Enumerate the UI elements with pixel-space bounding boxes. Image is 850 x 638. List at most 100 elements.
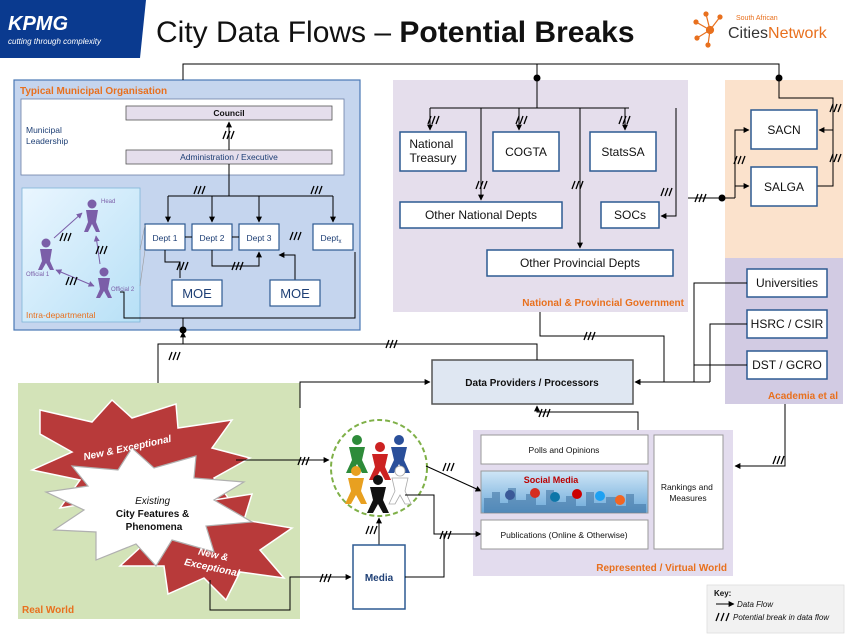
top-bus-line [182, 63, 780, 80]
break-marker [95, 245, 108, 255]
dept2-to-dept3-flow [211, 250, 262, 267]
media-to-publications [405, 534, 445, 578]
to-socs [660, 108, 677, 219]
rankings-line2: Measures [669, 493, 706, 503]
moe-2-label: MOE [280, 286, 310, 301]
break-marker [319, 573, 332, 583]
media-box: Media [352, 544, 406, 610]
leadership-line2: Leadership [26, 136, 68, 146]
treasury-line1: National [409, 137, 453, 151]
dept-3-box: Dept 3 [238, 223, 280, 251]
break-marker [65, 276, 78, 286]
national-region [393, 80, 688, 312]
sacn-logo-main-b: Network [768, 25, 828, 42]
other-provincial-box: Other Provincial Depts [486, 249, 674, 277]
break-marker [365, 525, 378, 535]
dept-1-box: Dept 1 [144, 223, 186, 251]
sacn-logo: South African CitiesNetwork [693, 11, 828, 48]
leadership-label: Municipal Leadership [26, 125, 68, 146]
people-to-social [425, 465, 482, 492]
twitter-icon [595, 491, 605, 501]
rankings-label: Rankings and Measures [661, 482, 715, 503]
admin-to-depts-link [168, 164, 333, 197]
existing-label: Existing City Features & Phenomena [116, 496, 192, 533]
polls-label: Polls and Opinions [529, 445, 600, 455]
break-marker [439, 530, 452, 540]
rankings-line1: Rankings and [661, 482, 713, 492]
network-icon [693, 11, 723, 48]
social-icons [505, 488, 625, 505]
national-junction-dot [533, 74, 541, 82]
publications-box: Publications (Online & Otherwise) [480, 519, 649, 550]
national-top-feed [430, 64, 629, 109]
real-world-label: Real World [22, 605, 74, 616]
existing-line1: Existing [135, 496, 170, 507]
national-to-providers [539, 312, 665, 385]
other-national-label: Other National Depts [425, 208, 537, 222]
providers-to-municipal [180, 331, 538, 360]
break-marker [475, 180, 488, 190]
rss-icon [615, 495, 625, 505]
break-marker [59, 232, 72, 242]
municipal-down-line [157, 318, 184, 383]
break-marker [733, 155, 746, 165]
data-providers-box [431, 359, 634, 405]
hsrc-label: HSRC / CSIR [751, 317, 824, 331]
official-2-figure-icon [96, 267, 112, 298]
national-sacn-junction-dot [718, 194, 726, 202]
dept-x-box: Deptx [312, 223, 354, 251]
dept-2-label: Dept 2 [199, 233, 224, 243]
sacn-logo-main-a: Cities [728, 25, 768, 42]
youtube-icon [572, 489, 582, 499]
council-box [125, 105, 333, 121]
break-marker [168, 351, 181, 361]
publications-label: Publications (Online & Otherwise) [500, 530, 627, 540]
existing-line2: City Features & [116, 509, 189, 520]
break-marker [176, 261, 189, 271]
break-marker [289, 231, 302, 241]
break-marker [660, 187, 673, 197]
other-national-box: Other National Depts [399, 201, 563, 229]
official2-to-moe-link [120, 252, 356, 319]
hsrc-box: HSRC / CSIR [746, 309, 828, 339]
national-label: National & Provincial Government [522, 298, 684, 309]
break-marker [231, 261, 244, 271]
break-marker [694, 193, 707, 203]
dst-label: DST / GCRO [752, 358, 822, 372]
salga-label: SALGA [764, 180, 804, 194]
salga-box: SALGA [750, 166, 818, 207]
linkedin-icon [550, 492, 560, 502]
moe-box-2: MOE [269, 279, 321, 307]
break-marker [222, 130, 235, 140]
city-skyline-icon [484, 488, 646, 513]
intra-dept-label: Intra-departmental [26, 310, 96, 320]
dept-x-label: Deptx [321, 233, 342, 245]
people-icon [345, 435, 412, 513]
facebook-icon [505, 490, 515, 500]
kpmg-logo: KPMG cutting through complexity [0, 0, 146, 58]
official-1-label: Official 1 [26, 272, 50, 278]
break-marker [772, 455, 785, 465]
starburst-center [43, 447, 254, 567]
social-media-banner: Social Media [480, 470, 649, 514]
real-world-to-providers [299, 379, 431, 408]
dept-to-moe-left [164, 250, 181, 278]
key-title: Key: [714, 589, 731, 598]
dept-x-sub: x [338, 239, 341, 245]
other-provincial-label: Other Provincial Depts [520, 256, 640, 270]
treasury-box: National Treasury [399, 131, 467, 172]
official-1-figure-icon [38, 238, 54, 270]
cogta-box: COGTA [492, 131, 560, 172]
polls-box: Polls and Opinions [480, 434, 649, 465]
people-to-publications [405, 494, 482, 537]
dept-2-box: Dept 2 [191, 223, 233, 251]
page-title-bold: Potential Breaks [399, 16, 634, 49]
break-marker [427, 115, 440, 125]
page-title-prefix: City Data Flows – [156, 16, 399, 49]
socs-label: SOCs [614, 208, 646, 222]
rankings-box: Rankings and Measures [653, 434, 724, 550]
official2-to-official1-arrow [55, 269, 95, 287]
flow-to-salga-box [734, 183, 750, 198]
sacn-feed-line [778, 78, 834, 187]
universities-box: Universities [746, 268, 828, 298]
